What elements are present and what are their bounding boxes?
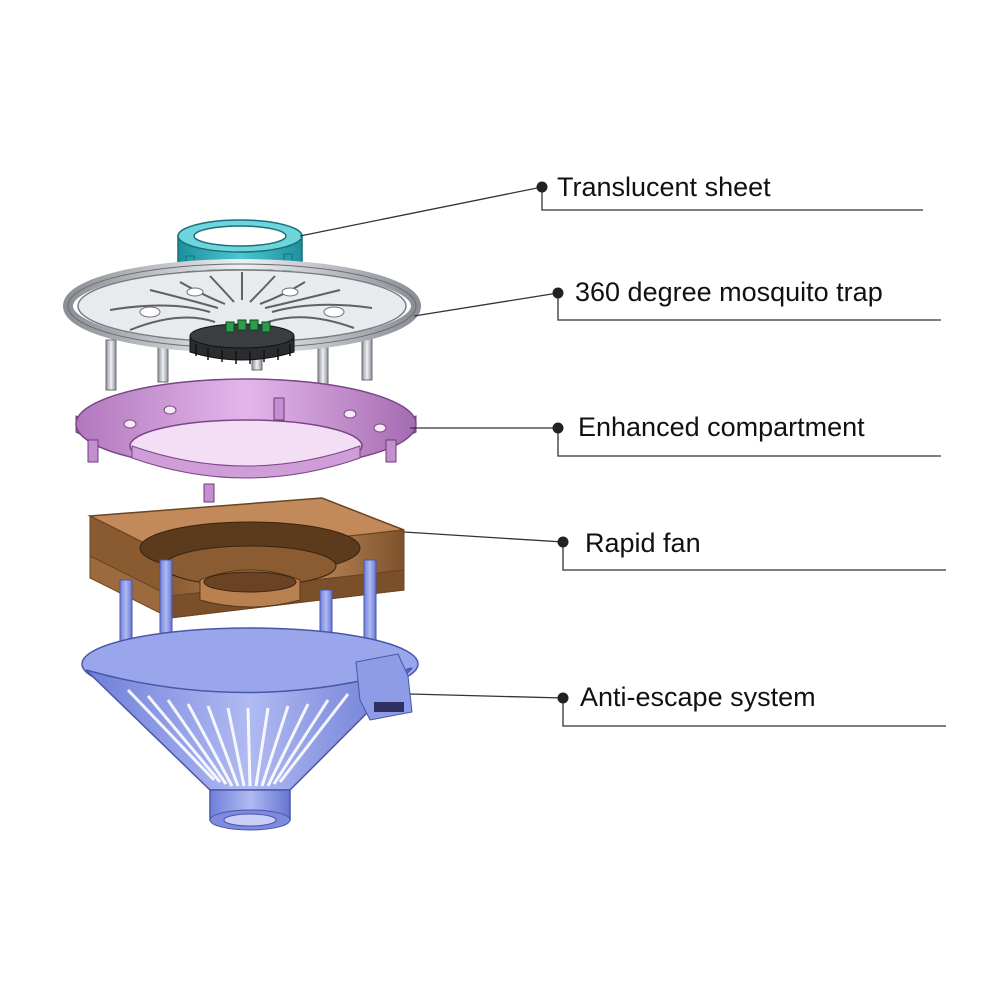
mosquito-trap-part: [63, 259, 421, 391]
anti-escape-system-part: [81, 559, 419, 831]
label-mosquito-trap: 360 degree mosquito trap: [575, 277, 883, 307]
enhanced-compartment-part: [75, 378, 417, 503]
callout-dot-mosquito-trap: [552, 287, 564, 299]
rapid-fan-part: [87, 497, 405, 619]
callout-dot-anti-escape-system: [557, 692, 569, 704]
callout-leaders: [299, 186, 946, 727]
label-rapid-fan: Rapid fan: [585, 528, 701, 558]
label-anti-escape-system: Anti-escape system: [580, 682, 816, 712]
label-enhanced-compartment: Enhanced compartment: [578, 412, 865, 442]
callout-dots: [536, 181, 569, 704]
callout-dot-translucent-sheet: [536, 181, 548, 193]
callout-dot-rapid-fan: [557, 536, 569, 548]
label-translucent-sheet: Translucent sheet: [557, 172, 771, 202]
callout-dot-enhanced-compartment: [552, 422, 564, 434]
